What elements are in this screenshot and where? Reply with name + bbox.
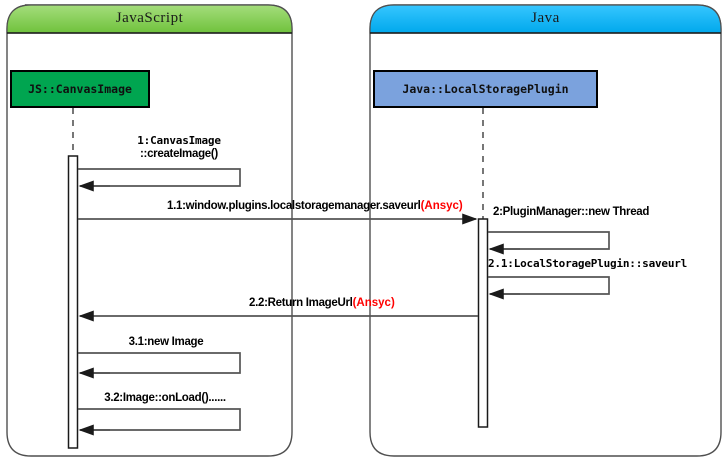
message-1-line1: 1:CanvasImage: [137, 134, 221, 147]
activation-bar-java: [477, 218, 489, 428]
lifeline-box-js-canvasimage[interactable]: JS::CanvasImage: [10, 70, 150, 108]
message-label-1-1: 1.1:window.plugins.localstoragemanager.s…: [167, 200, 463, 213]
message-label-2-2: 2.2:Return ImageUrl(Ansyc): [249, 297, 395, 310]
activation-bar-js: [67, 155, 79, 449]
message-label-2: 2:PluginManager::new Thread: [493, 206, 649, 219]
message-2-2-async-tag: (Ansyc): [352, 297, 395, 309]
message-label-2-1: 2.1:LocalStoragePlugin::saveurl: [488, 257, 687, 271]
message-2-1-text: 2.1:LocalStoragePlugin::saveurl: [488, 257, 688, 270]
message-arrow-3-2: [78, 408, 241, 436]
message-3-1-text: 3.1:new Image: [128, 336, 204, 348]
message-1-1-text: 1.1:window.plugins.localstoragemanager.s…: [167, 200, 421, 212]
frame-title-javascript: JavaScript: [115, 10, 184, 26]
message-1-line2: ::createImage(): [140, 148, 218, 160]
message-arrow-3-1: [78, 352, 241, 379]
message-arrow-1: [78, 168, 241, 192]
message-arrow-2-1: [488, 276, 610, 300]
frame-java: [369, 4, 722, 457]
message-3-2-text: 3.2:Image::onLoad()......: [104, 392, 226, 404]
message-2-text: 2:PluginManager::new Thread: [493, 206, 650, 218]
message-arrow-2: [488, 231, 610, 255]
lifeline-box-java-localstorageplugin[interactable]: Java::LocalStoragePlugin: [373, 70, 598, 108]
frame-title-java: Java: [531, 10, 560, 26]
message-2-2-text: 2.2:Return ImageUrl: [249, 297, 353, 309]
message-label-1: 1:CanvasImage ::createImage(): [104, 134, 254, 161]
message-label-3-1: 3.1:new Image: [86, 336, 246, 349]
message-label-3-2: 3.2:Image::onLoad()......: [80, 392, 250, 405]
message-1-1-async-tag: (Ansyc): [420, 200, 463, 212]
